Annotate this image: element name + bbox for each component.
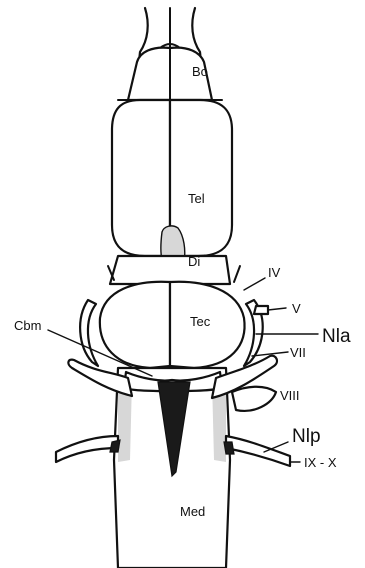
label-bo: Bo: [192, 64, 208, 79]
nerve-iv-right-mark: [234, 266, 240, 282]
nla-nerve-left: [80, 300, 98, 366]
label-nla: Nla: [322, 326, 351, 347]
label-vii: VII: [290, 345, 306, 360]
ix-x-nerve-right: [226, 436, 290, 466]
viii-nerve-left: [68, 360, 132, 396]
ix-x-root-left: [110, 440, 120, 452]
midbrain-band: [110, 256, 230, 284]
label-di: Di: [188, 254, 200, 269]
label-cbm: Cbm: [14, 318, 41, 333]
label-viii: VIII: [280, 388, 300, 403]
iv-pointer: [244, 278, 265, 290]
ix-x-root-right: [224, 442, 234, 454]
label-tel: Tel: [188, 191, 205, 206]
nerve-v-tip: [254, 306, 268, 314]
label-v: V: [292, 301, 301, 316]
label-ix-x: IX - X: [304, 455, 337, 470]
optic-tectum-left: [100, 282, 170, 368]
label-iv: IV: [268, 265, 281, 280]
label-tec: Tec: [190, 314, 211, 329]
label-med: Med: [180, 504, 205, 519]
v-pointer: [268, 308, 286, 310]
ix-x-nerve-left: [56, 436, 118, 462]
viii-lobe-right: [232, 387, 276, 411]
label-nlp: Nlp: [292, 426, 321, 447]
